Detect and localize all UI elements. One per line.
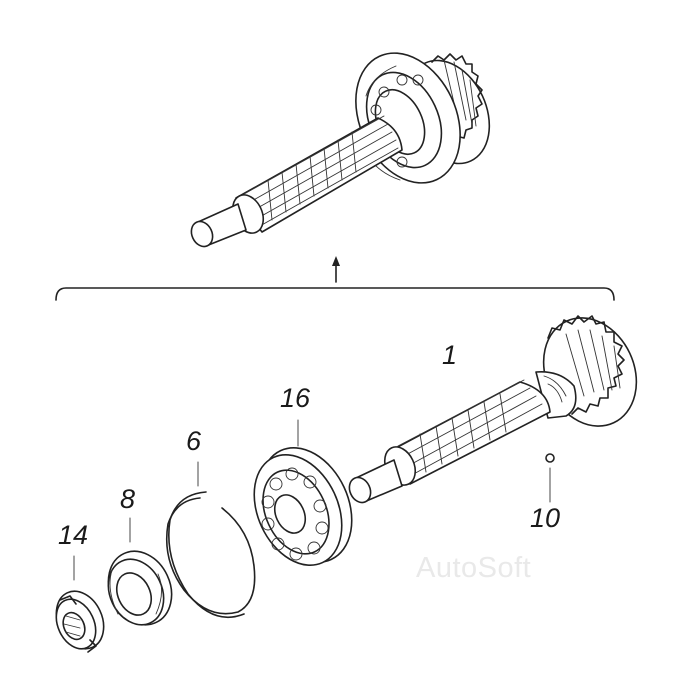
callout-8: 8: [120, 484, 136, 514]
seal-ring: [107, 517, 173, 626]
input-shaft: [348, 315, 638, 504]
snap-ring: [165, 461, 256, 618]
assembled-shaft-top: [190, 52, 491, 248]
callout-6: 6: [186, 426, 202, 456]
watermark: AutoSoft: [416, 552, 532, 584]
grouping-bracket: [55, 256, 615, 301]
callout-10: 10: [530, 503, 561, 533]
callout-16: 16: [280, 383, 311, 413]
ball: [545, 453, 555, 503]
ball-bearing: [253, 419, 353, 567]
callout-1: 1: [442, 340, 458, 370]
nut: [55, 555, 105, 653]
callout-14: 14: [58, 520, 89, 550]
top-shaft-body: [190, 115, 403, 248]
